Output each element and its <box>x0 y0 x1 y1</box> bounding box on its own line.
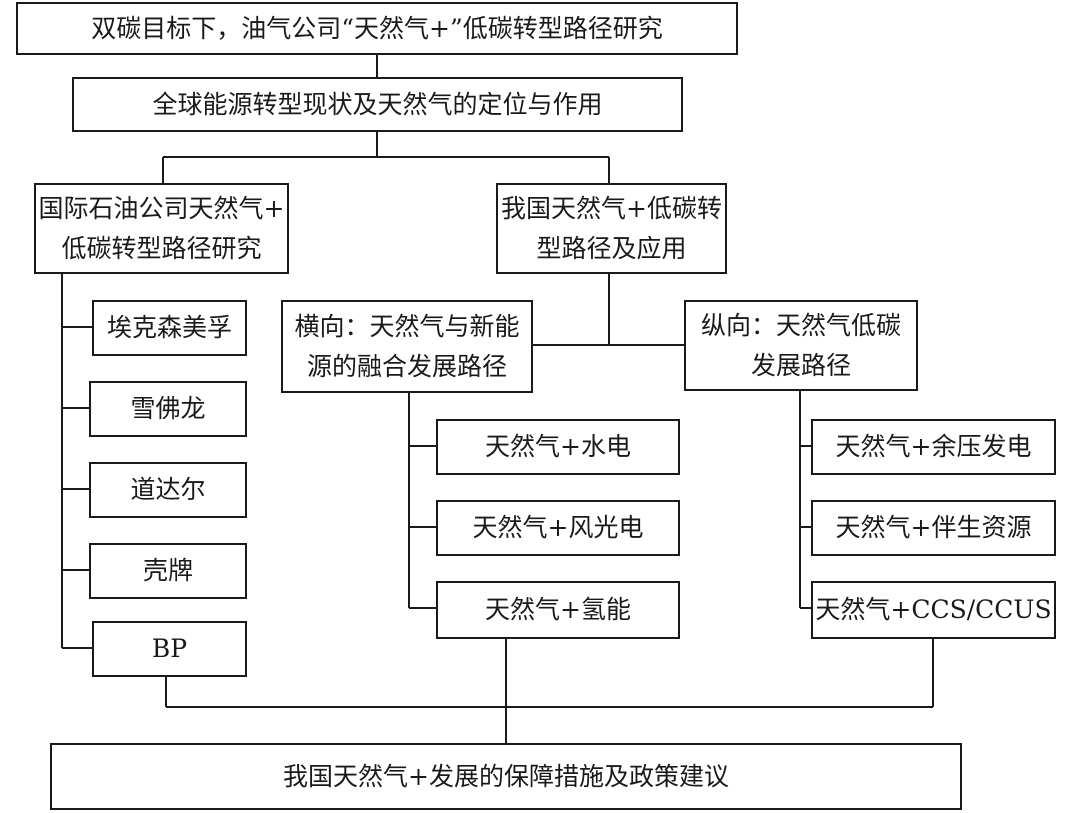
company-box-exxonmobil: 埃克森美孚 <box>92 300 247 356</box>
vertical-path-text: 纵向：天然气低碳 发展路径 <box>700 310 901 380</box>
path-item-label: 天然气+CCS/CCUS <box>815 595 1052 624</box>
company-box-total: 道达尔 <box>89 462 247 518</box>
pressure-power-box: 天然气+余压发电 <box>811 419 1056 475</box>
vertical-path-box: 纵向：天然气低碳 发展路径 <box>684 300 918 391</box>
wind-solar-box: 天然气+风光电 <box>436 500 680 556</box>
international-box: 国际石油公司天然气+ 低碳转型路径研究 <box>34 183 289 274</box>
path-item-label: 天然气+伴生资源 <box>835 513 1032 542</box>
company-box-bp: BP <box>92 621 247 677</box>
path-item-label: 天然气+水电 <box>485 432 631 461</box>
company-box-shell: 壳牌 <box>89 543 247 599</box>
ccs-ccus-box: 天然气+CCS/CCUS <box>811 581 1056 639</box>
title-text: 双碳目标下，油气公司“天然气+”低碳转型路径研究 <box>91 13 663 43</box>
international-text: 国际石油公司天然气+ 低碳转型路径研究 <box>38 193 285 263</box>
horizontal-path-text: 横向：天然气与新能 源的融合发展路径 <box>294 311 520 381</box>
domestic-text: 我国天然气+低碳转 型路径及应用 <box>501 193 722 263</box>
company-label: 壳牌 <box>142 556 193 585</box>
path-item-label: 天然气+余压发电 <box>835 432 1032 461</box>
company-label: 埃克森美孚 <box>106 313 232 342</box>
company-label: BP <box>151 634 188 663</box>
hydrogen-box: 天然气+氢能 <box>436 581 680 639</box>
status-text: 全球能源转型现状及天然气的定位与作用 <box>152 89 603 119</box>
associated-resources-box: 天然气+伴生资源 <box>811 500 1056 556</box>
conclusion-text: 我国天然气+发展的保障措施及政策建议 <box>283 761 729 791</box>
domestic-box: 我国天然气+低碳转 型路径及应用 <box>496 183 727 274</box>
company-label: 雪佛龙 <box>130 394 206 423</box>
hydropower-box: 天然气+水电 <box>436 419 680 475</box>
path-item-label: 天然气+氢能 <box>485 595 631 624</box>
conclusion-box: 我国天然气+发展的保障措施及政策建议 <box>50 743 962 810</box>
company-box-chevron: 雪佛龙 <box>89 381 247 437</box>
status-box: 全球能源转型现状及天然气的定位与作用 <box>72 77 683 132</box>
path-item-label: 天然气+风光电 <box>472 513 644 542</box>
title-box: 双碳目标下，油气公司“天然气+”低碳转型路径研究 <box>16 2 738 55</box>
company-label: 道达尔 <box>130 475 206 504</box>
horizontal-path-box: 横向：天然气与新能 源的融合发展路径 <box>281 300 533 393</box>
